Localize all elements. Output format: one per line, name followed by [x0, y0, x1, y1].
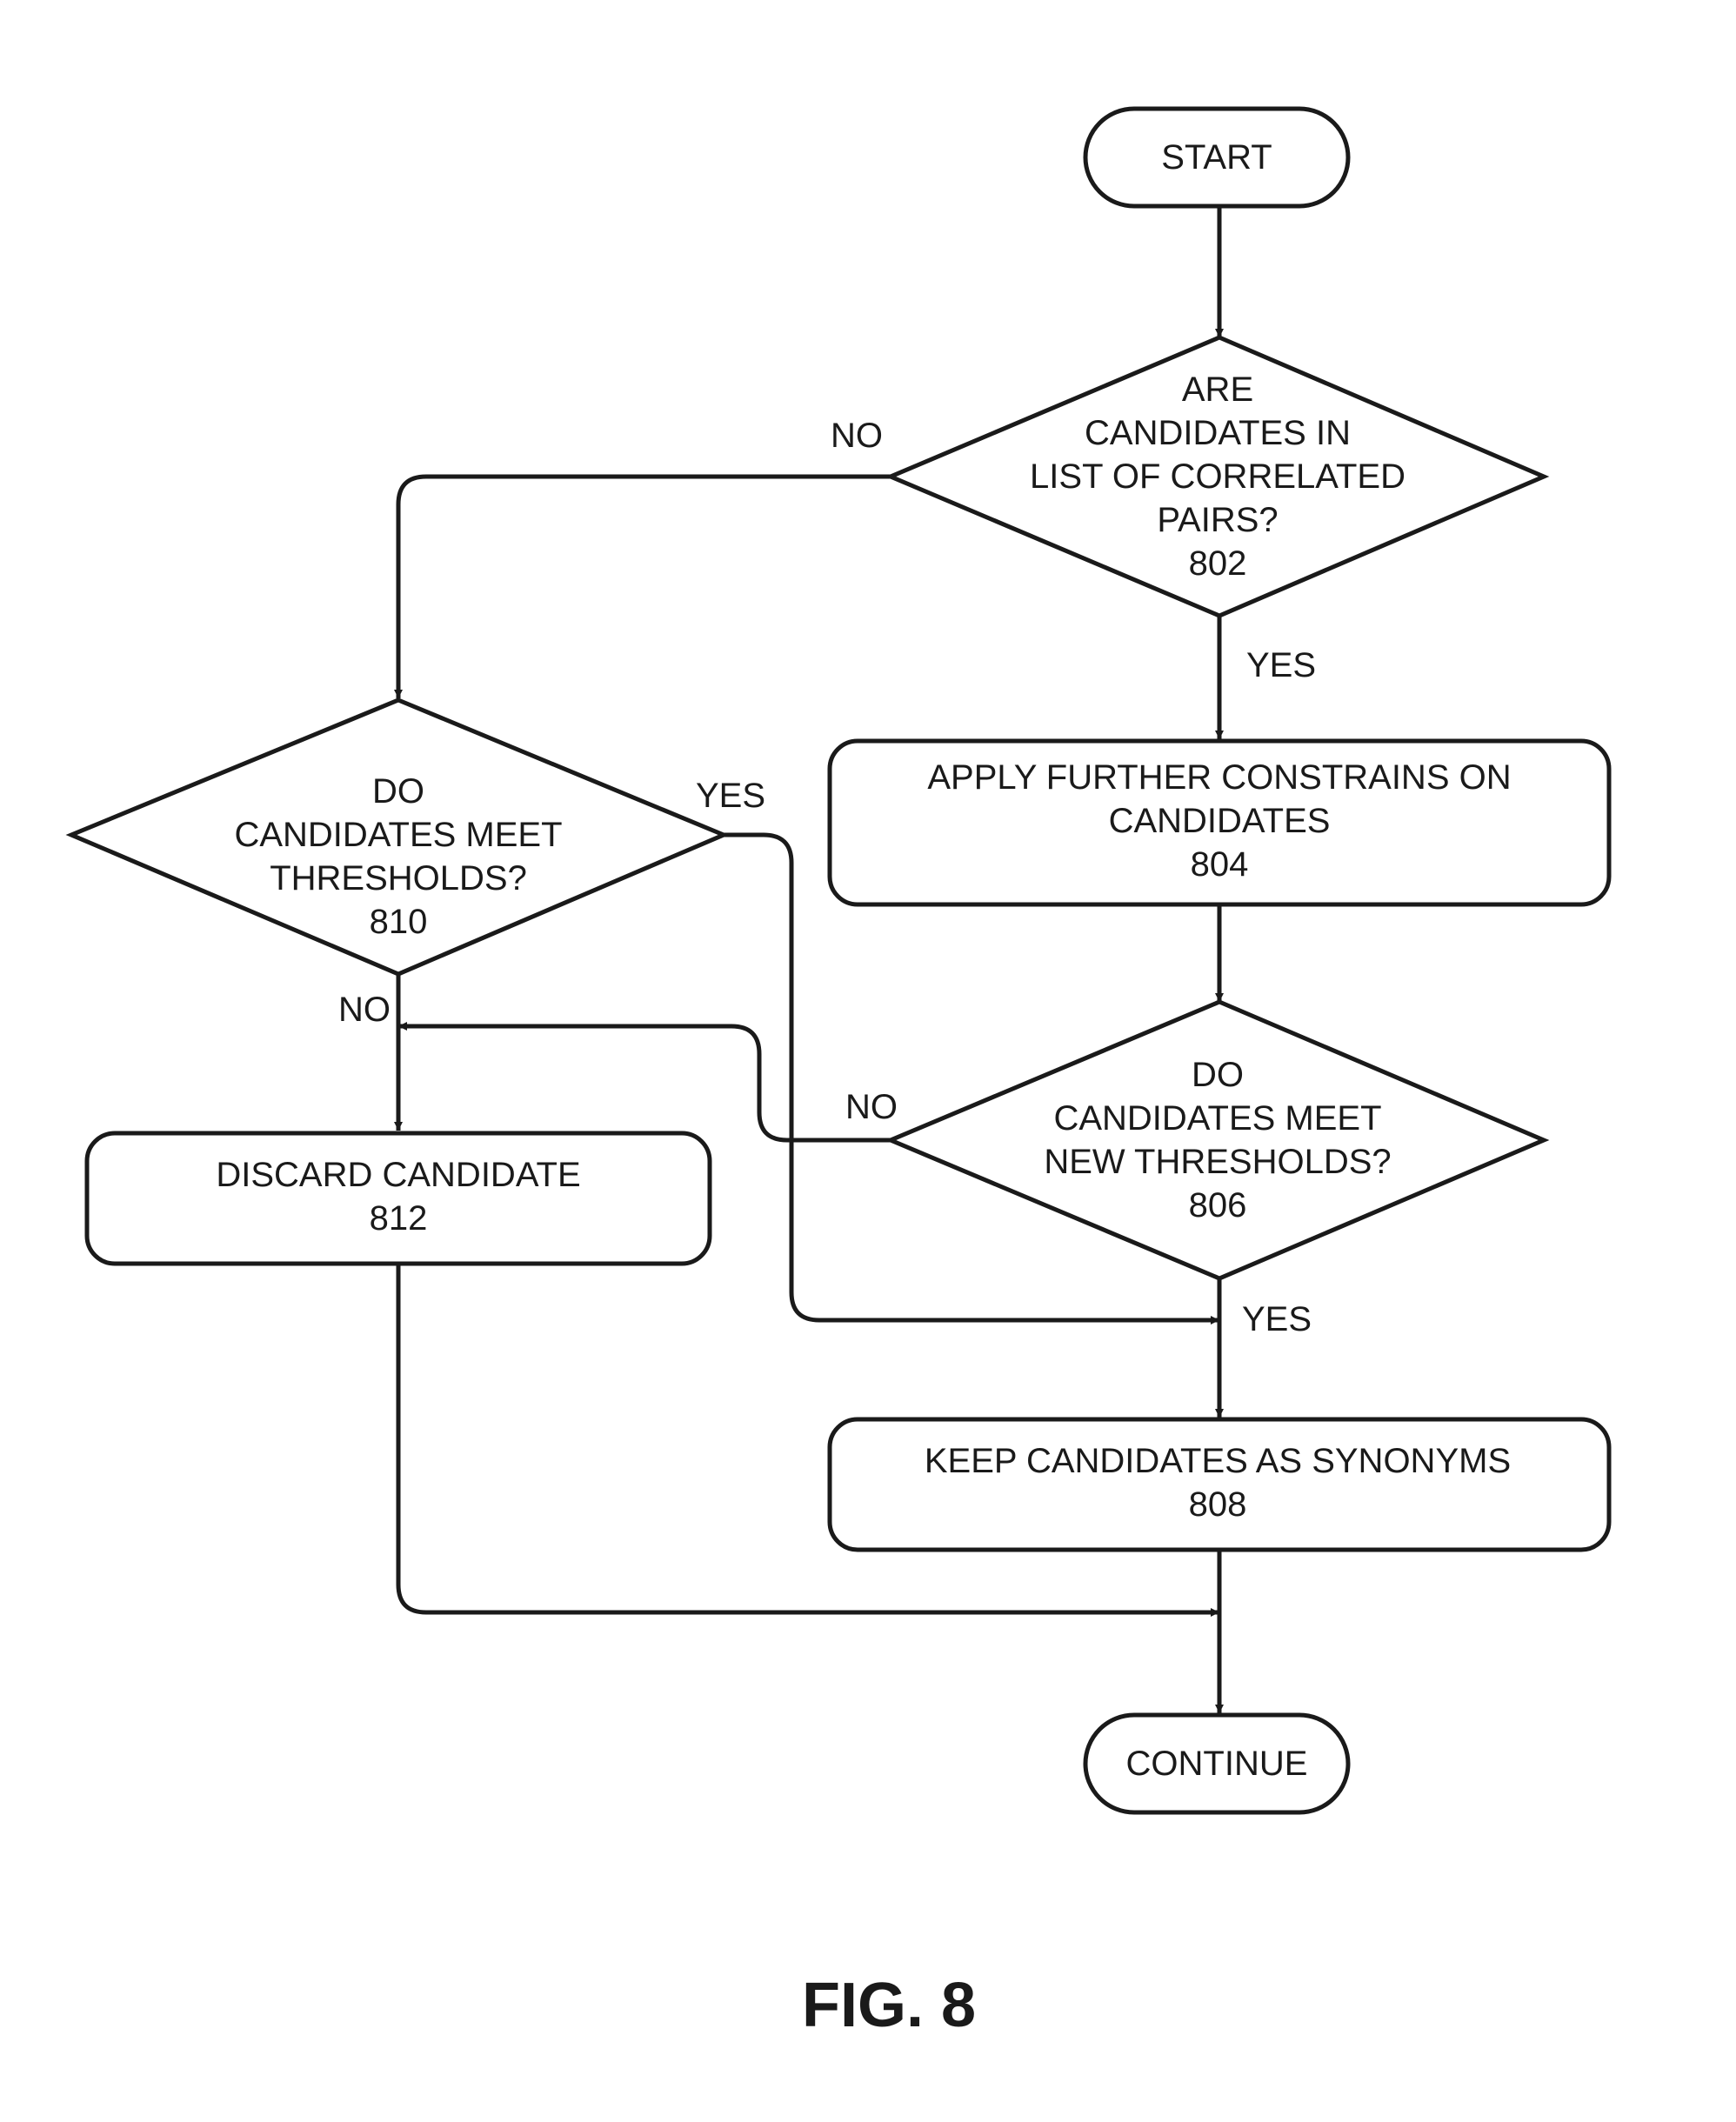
- n806-label-line-1: DO: [1192, 1056, 1244, 1094]
- edge-label-802-yes: YES: [1246, 646, 1316, 684]
- continue-label-line-1: CONTINUE: [1126, 1745, 1308, 1783]
- n810-label-line-4: 810: [370, 903, 428, 941]
- edge-806-no-to-discard: [398, 1026, 891, 1140]
- n802-label-line-3: LIST OF CORRELATED: [1030, 457, 1405, 496]
- edge-label-810-yes: YES: [696, 777, 765, 815]
- start-label-line-1: START: [1161, 138, 1272, 177]
- continue-terminal: CONTINUE: [1085, 1715, 1348, 1812]
- decision-802: ARE CANDIDATES IN LIST OF CORRELATED PAIRS?…: [891, 337, 1544, 616]
- n802-label-line-5: 802: [1189, 544, 1247, 583]
- n806-label-line-4: 806: [1189, 1186, 1247, 1224]
- n808-label-line-2: 808: [1189, 1485, 1247, 1524]
- n812-label-line-2: 812: [370, 1199, 428, 1238]
- n810-label-line-1: DO: [372, 772, 424, 811]
- edge-label-806-no: NO: [845, 1088, 898, 1126]
- process-808: KEEP CANDIDATES AS SYNONYMS 808: [830, 1419, 1609, 1550]
- process-804: APPLY FURTHER CONSTRAINS ON CANDIDATES 804: [830, 741, 1609, 904]
- n802-label-line-4: PAIRS?: [1157, 501, 1278, 539]
- n810-label-line-3: THRESHOLDS?: [270, 859, 527, 898]
- n812-label-line-1: DISCARD CANDIDATE: [216, 1156, 580, 1194]
- process-812: DISCARD CANDIDATE 812: [87, 1133, 710, 1264]
- n802-label-line-2: CANDIDATES IN: [1085, 414, 1351, 452]
- n806-label-line-2: CANDIDATES MEET: [1053, 1099, 1381, 1138]
- edge-label-806-yes: YES: [1242, 1300, 1312, 1338]
- n810-label-line-2: CANDIDATES MEET: [234, 816, 562, 854]
- start-terminal: START: [1085, 109, 1348, 206]
- n804-label-line-2: CANDIDATES: [1109, 802, 1331, 840]
- edge-802-no-to-810: [398, 477, 891, 698]
- n808-label-line-1: KEEP CANDIDATES AS SYNONYMS: [925, 1442, 1511, 1480]
- edge-label-802-no: NO: [831, 417, 883, 455]
- n802-label-line-1: ARE: [1182, 370, 1253, 409]
- decision-806: DO CANDIDATES MEET NEW THRESHOLDS? 806: [891, 1002, 1544, 1278]
- n806-label-line-3: NEW THRESHOLDS?: [1044, 1143, 1391, 1181]
- edge-label-810-no: NO: [338, 991, 391, 1029]
- figure-label: FIG. 8: [802, 1971, 976, 2040]
- n804-label-line-1: APPLY FURTHER CONSTRAINS ON: [927, 758, 1511, 797]
- n804-label-line-3: 804: [1191, 845, 1249, 884]
- decision-810: DO CANDIDATES MEET THRESHOLDS? 810: [71, 700, 724, 974]
